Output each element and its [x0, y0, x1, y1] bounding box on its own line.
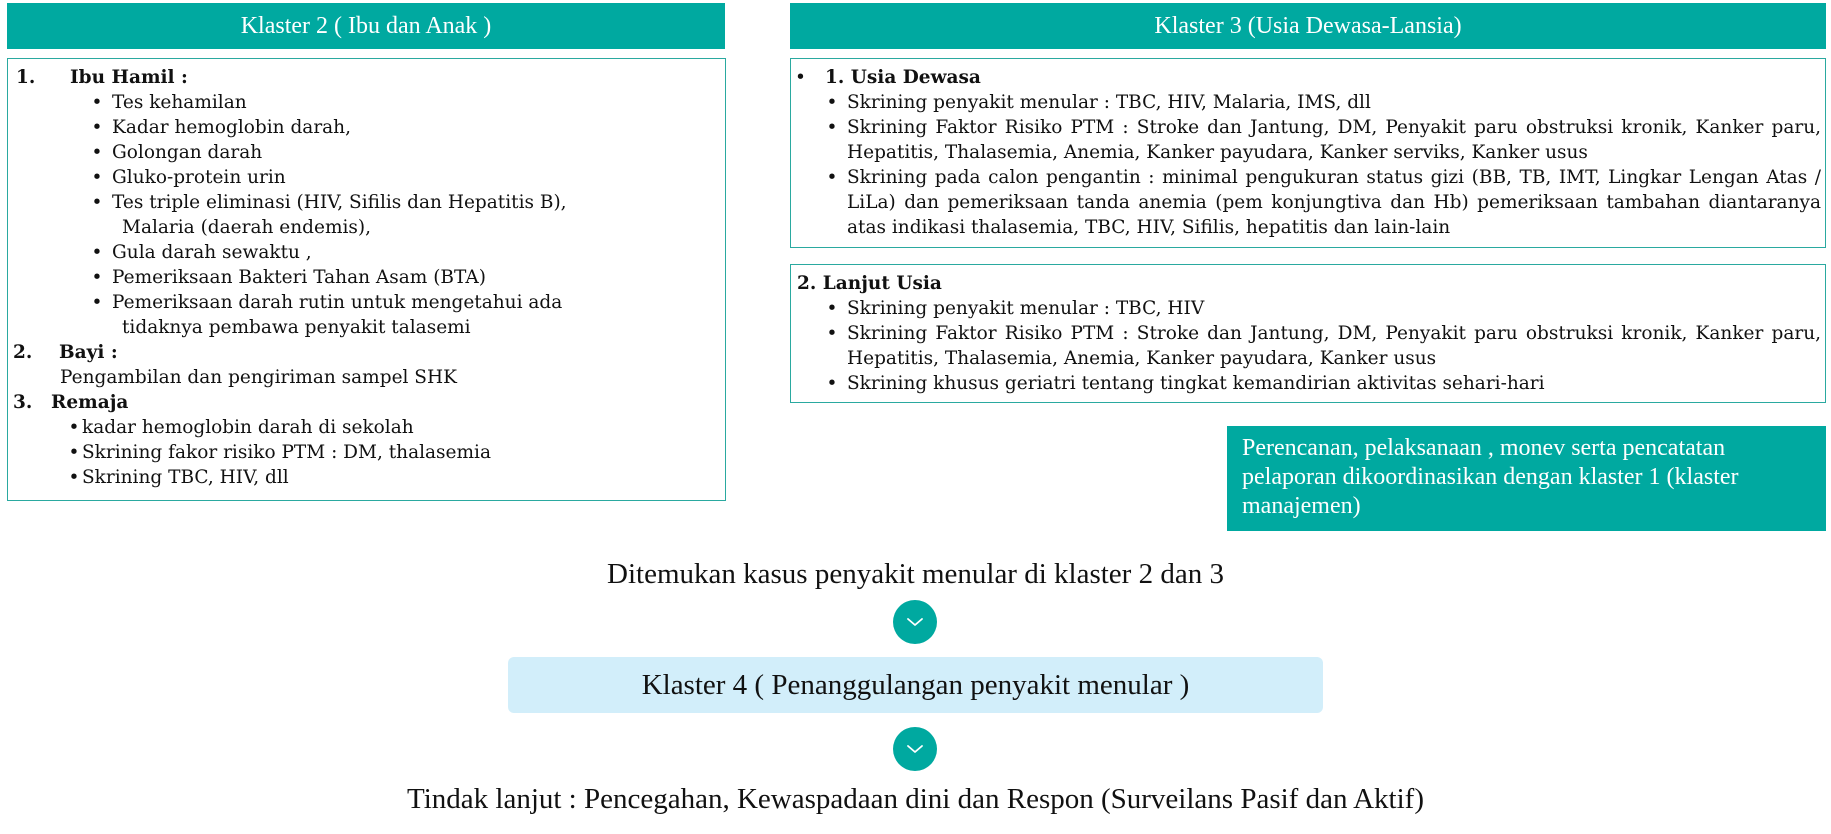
bullet-icon: •	[826, 117, 838, 138]
usia-dewasa-heading: 1. Usia Dewasa	[825, 67, 981, 88]
list-item: • Gula darah sewaktu ,	[82, 240, 567, 265]
list-item: •Skrining TBC, HIV, dll	[66, 465, 491, 490]
ditemukan-text: Ditemukan kasus penyakit menular di klas…	[607, 558, 1224, 590]
chevron-down-icon	[893, 727, 937, 771]
klaster4-box: Klaster 4 ( Penanggulangan penyakit menu…	[508, 657, 1323, 713]
usia-dewasa-heading-row: • 1. Usia Dewasa	[795, 65, 981, 90]
list-item-continuation: tidaknya pembawa penyakit talasemi	[82, 315, 567, 340]
list-number: 1.	[16, 67, 36, 88]
bullet-icon: •	[91, 142, 103, 163]
list-item: • Kadar hemoglobin darah,	[82, 115, 567, 140]
bullet-icon: •	[91, 292, 103, 313]
koordinasi-note: Perencanan, pelaksanaan , monev serta pe…	[1227, 426, 1826, 531]
bullet-icon: •	[91, 92, 103, 113]
bullet-icon: •	[91, 167, 103, 188]
list-item: •kadar hemoglobin darah di sekolah	[66, 415, 491, 440]
list-number: 3.	[13, 392, 33, 413]
bullet-icon: •	[91, 242, 103, 263]
list-item-text: Gula darah sewaktu ,	[112, 242, 312, 263]
tindak-lanjut-text: Tindak lanjut : Pencegahan, Kewaspadaan …	[407, 783, 1424, 815]
bullet-icon: •	[91, 192, 103, 213]
ibu-hamil-heading: Ibu Hamil :	[70, 67, 188, 88]
list-item-text: Skrining Faktor Risiko PTM : Stroke dan …	[847, 117, 1821, 163]
list-item-text: Skrining fakor risiko PTM : DM, thalasem…	[82, 442, 491, 463]
list-number: 2.	[13, 342, 33, 363]
lanjut-usia-heading-text: 2. Lanjut Usia	[797, 273, 942, 294]
list-item: • Skrining pada calon pengantin : minimal…	[817, 165, 1821, 240]
bullet-icon: •	[68, 467, 80, 488]
list-item: • Skrining Faktor Risiko PTM : Stroke dan…	[817, 115, 1821, 165]
klaster2-box: 1. Ibu Hamil : • Tes kehamilan • Kadar hem…	[7, 58, 726, 501]
list-item: • Skrining Faktor Risiko PTM : Stroke dan…	[817, 321, 1821, 371]
bullet-icon: •	[68, 417, 80, 438]
list-item: • Skrining penyakit menular : TBC, HIV, M…	[817, 90, 1821, 115]
list-item: • Skrining penyakit menular : TBC, HIV	[817, 296, 1821, 321]
list-item-text: Skrining khusus geriatri tentang tingkat…	[847, 373, 1545, 394]
lanjut-usia-list: • Skrining penyakit menular : TBC, HIV • S…	[817, 296, 1821, 396]
bullet-icon: •	[826, 298, 838, 319]
list-item-text: Skrining penyakit menular : TBC, HIV	[847, 298, 1205, 319]
list-item: • Tes triple eliminasi (HIV, Sifilis dan …	[82, 190, 567, 215]
bayi-text: Pengambilan dan pengiriman sampel SHK	[60, 367, 457, 388]
list-item-text: Pemeriksaan darah rutin untuk mengetahui…	[112, 292, 563, 313]
bullet-icon: •	[68, 442, 80, 463]
list-item-continuation: Malaria (daerah endemis),	[82, 215, 567, 240]
remaja-list: •kadar hemoglobin darah di sekolah •Skri…	[66, 415, 491, 490]
remaja-heading-row: 3. Remaja	[13, 390, 128, 415]
list-item-text: kadar hemoglobin darah di sekolah	[82, 417, 414, 438]
klaster3-header: Klaster 3 (Usia Dewasa-Lansia)	[790, 3, 1826, 49]
list-item-text: Malaria (daerah endemis),	[122, 217, 372, 238]
usia-dewasa-list: • Skrining penyakit menular : TBC, HIV, M…	[817, 90, 1821, 240]
bullet-icon: •	[91, 267, 103, 288]
list-item-text: Pemeriksaan Bakteri Tahan Asam (BTA)	[112, 267, 486, 288]
list-item-text: tidaknya pembawa penyakit talasemi	[122, 317, 471, 338]
list-item-text: Kadar hemoglobin darah,	[112, 117, 351, 138]
bullet-icon: •	[826, 167, 838, 188]
klaster2-header: Klaster 2 ( Ibu dan Anak )	[7, 3, 725, 49]
list-item-text: Skrining penyakit menular : TBC, HIV, Ma…	[847, 92, 1371, 113]
list-item-text: Tes kehamilan	[112, 92, 247, 113]
list-item-text: Skrining pada calon pengantin : minimal …	[847, 167, 1821, 238]
lanjut-usia-box: 2. Lanjut Usia • Skrining penyakit menula…	[790, 264, 1826, 403]
list-item: • Golongan darah	[82, 140, 567, 165]
list-item: • Skrining khusus geriatri tentang tingka…	[817, 371, 1821, 396]
list-item-text: Skrining Faktor Risiko PTM : Stroke dan …	[847, 323, 1821, 369]
list-item: • Pemeriksaan darah rutin untuk mengetahu…	[82, 290, 567, 315]
ibu-hamil-list: •Tes kehamilan •Kadar hemoglobin darah, …	[82, 90, 567, 340]
usia-dewasa-box: • 1. Usia Dewasa • Skrining penyakit menu…	[790, 58, 1826, 248]
list-item: • Gluko-protein urin	[82, 165, 567, 190]
ibu-hamil-heading-row: 1. Ibu Hamil :	[16, 65, 188, 90]
list-item: • Tes kehamilan	[82, 90, 567, 115]
list-item-text: Tes triple eliminasi (HIV, Sifilis dan H…	[112, 192, 567, 213]
bayi-heading-row: 2. Bayi :	[13, 340, 118, 365]
list-item: •Skrining fakor risiko PTM : DM, thalase…	[66, 440, 491, 465]
bullet-icon: •	[826, 373, 838, 394]
list-item-text: Gluko-protein urin	[112, 167, 286, 188]
bullet-icon: •	[826, 92, 838, 113]
bullet-icon: •	[795, 67, 806, 88]
list-item-text: Skrining TBC, HIV, dll	[82, 467, 289, 488]
lanjut-usia-heading: 2. Lanjut Usia	[797, 271, 942, 296]
chevron-down-icon	[893, 600, 937, 644]
bayi-heading: Bayi :	[59, 342, 118, 363]
bullet-icon: •	[91, 117, 103, 138]
bullet-icon: •	[826, 323, 838, 344]
list-item-text: Golongan darah	[112, 142, 263, 163]
remaja-heading: Remaja	[51, 392, 129, 413]
list-item: • Pemeriksaan Bakteri Tahan Asam (BTA)	[82, 265, 567, 290]
